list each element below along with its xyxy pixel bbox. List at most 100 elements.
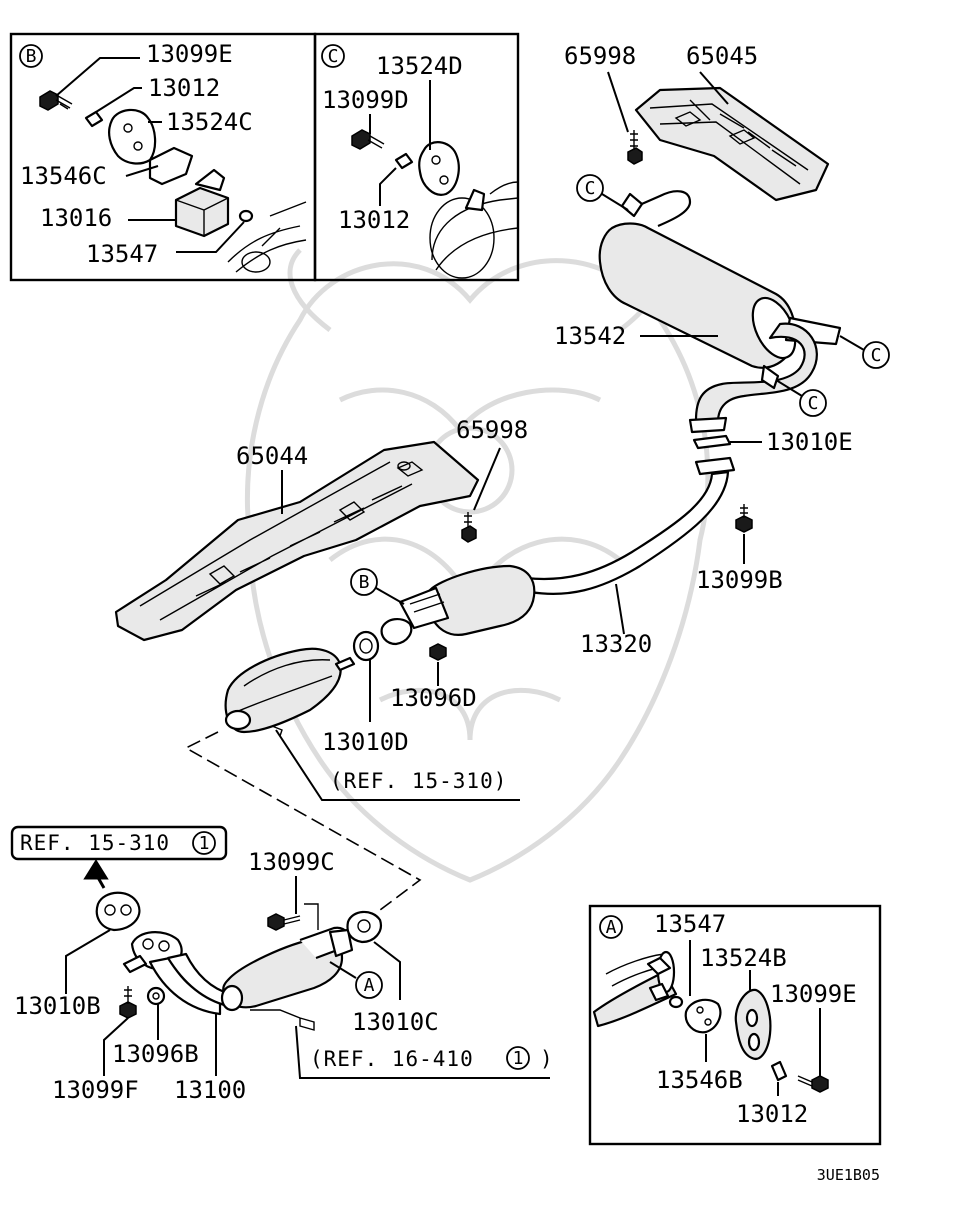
callout-c-circle-1 bbox=[576, 174, 604, 202]
leader-13010c bbox=[373, 941, 401, 1000]
pin-icon bbox=[84, 110, 104, 128]
label-13096b: 13096B bbox=[112, 1040, 199, 1068]
nut-13096b bbox=[146, 986, 166, 1006]
bolt-icon bbox=[351, 129, 385, 150]
rubber-hanger-icon bbox=[174, 186, 230, 238]
callout-a-leader bbox=[329, 961, 357, 979]
bracket-13546c-icon bbox=[148, 146, 194, 186]
ref-manifold-box bbox=[10, 825, 228, 861]
leader-13320 bbox=[615, 583, 625, 635]
ref-manifold: REF. 15-310 bbox=[20, 831, 170, 855]
inset-b-letter-circle bbox=[19, 44, 43, 68]
callout-c-3: C bbox=[808, 393, 819, 414]
inset-c-label-13099d: 13099D bbox=[322, 86, 409, 114]
main-muffler-13542 bbox=[598, 190, 842, 434]
inset-b-label-13012: 13012 bbox=[148, 74, 220, 102]
arrow-up-left-icon bbox=[83, 859, 109, 889]
inset-c-label-13524d: 13524D bbox=[376, 52, 463, 80]
inset-c-letter: C bbox=[328, 46, 339, 67]
callout-a-circle bbox=[355, 971, 383, 999]
label-65045: 65045 bbox=[686, 42, 758, 70]
bolt-icon bbox=[39, 90, 73, 111]
washer-icon bbox=[238, 209, 254, 223]
callout-b-leader bbox=[375, 587, 405, 605]
inset-a-label-13012: 13012 bbox=[736, 1100, 808, 1128]
inset-b-label-13547: 13547 bbox=[86, 240, 158, 268]
drawing-code: 3UE1B05 bbox=[817, 1166, 880, 1184]
inset-b-label-13546c: 13546C bbox=[20, 162, 107, 190]
ref-catalytic: (REF. 15-310) bbox=[330, 769, 507, 793]
inset-a-label-13546b: 13546B bbox=[656, 1066, 743, 1094]
ref-sensor-num: 1 bbox=[513, 1048, 524, 1069]
label-13100: 13100 bbox=[174, 1076, 246, 1104]
label-13320: 13320 bbox=[580, 630, 652, 658]
callout-c-leader-2 bbox=[839, 335, 865, 351]
label-13099c: 13099C bbox=[248, 848, 335, 876]
leader-65998-mid bbox=[473, 447, 501, 511]
inset-b-label-13016: 13016 bbox=[40, 204, 112, 232]
gasket-13010c bbox=[346, 910, 382, 944]
ref-sensor-circle bbox=[506, 1046, 530, 1070]
inset-c-panel: C 13524D 13099D 13012 bbox=[313, 32, 520, 282]
inset-b-label-13099e: 13099E bbox=[146, 40, 233, 68]
front-pipe-13100 bbox=[122, 926, 354, 1031]
washer-icon bbox=[668, 995, 684, 1009]
leader-ref-catalytic bbox=[275, 729, 520, 801]
inset-a-label-13099e: 13099E bbox=[770, 980, 857, 1008]
label-13099b: 13099B bbox=[696, 566, 783, 594]
callout-b: B bbox=[359, 572, 370, 593]
label-13010d: 13010D bbox=[322, 728, 409, 756]
inset-c-label-13012: 13012 bbox=[338, 206, 410, 234]
inset-a-panel: A 13547 13524B 13099E 13546B 13012 bbox=[588, 904, 882, 1146]
inset-a-letter-circle bbox=[599, 915, 623, 939]
inset-b-letter: B bbox=[26, 46, 37, 67]
gasket-13010e bbox=[692, 434, 732, 450]
bolt-65998-top bbox=[627, 130, 643, 165]
heat-protector-65044 bbox=[114, 440, 480, 642]
ref-manifold-num: 1 bbox=[199, 833, 210, 854]
callout-c-2: C bbox=[871, 345, 882, 366]
label-13010e: 13010E bbox=[766, 428, 853, 456]
callout-c-1: C bbox=[585, 178, 596, 199]
label-65998-mid: 65998 bbox=[456, 416, 528, 444]
callout-c-leader-3 bbox=[775, 379, 803, 397]
bolt-65998-mid bbox=[461, 512, 477, 543]
dashed-connection-line bbox=[184, 731, 422, 911]
gasket-13010b bbox=[95, 891, 141, 932]
pin-icon bbox=[770, 1060, 788, 1082]
bracket-13524c-icon bbox=[108, 108, 157, 165]
bolt-icon bbox=[797, 1075, 829, 1093]
label-65044: 65044 bbox=[236, 442, 308, 470]
center-pipe-13320 bbox=[380, 456, 736, 646]
ref-sensor: (REF. 16-410 bbox=[310, 1047, 474, 1071]
bolt-13099f bbox=[119, 986, 137, 1019]
leader-13099c-bracket bbox=[304, 903, 319, 930]
gasket-13010d bbox=[352, 630, 380, 662]
label-13010c: 13010C bbox=[352, 1008, 439, 1036]
callout-c-circle-3 bbox=[799, 389, 827, 417]
bracket-13524d-icon bbox=[418, 141, 460, 196]
leader-13010b bbox=[65, 929, 111, 994]
label-65998-top: 65998 bbox=[564, 42, 636, 70]
leader-ref-sensor bbox=[295, 1025, 550, 1079]
callout-c-circle-2 bbox=[862, 341, 890, 369]
bracket-13546b-icon bbox=[684, 998, 722, 1034]
ref-manifold-circle bbox=[192, 831, 216, 855]
label-13099f: 13099F bbox=[52, 1076, 139, 1104]
inset-a-letter: A bbox=[606, 917, 617, 938]
inset-c-letter-circle bbox=[321, 44, 345, 68]
catalytic-converter bbox=[224, 647, 356, 737]
label-13096d: 13096D bbox=[390, 684, 477, 712]
label-13010b: 13010B bbox=[14, 992, 101, 1020]
ref-sensor-close: ) bbox=[540, 1047, 554, 1071]
inset-a-label-13547: 13547 bbox=[654, 910, 726, 938]
pin-icon bbox=[394, 152, 414, 170]
bolt-13099b bbox=[735, 504, 753, 533]
inset-b-label-13524c: 13524C bbox=[166, 108, 253, 136]
callout-a: A bbox=[364, 975, 375, 996]
inset-b-panel: B 13099E 13012 13524C 13546C 1301 bbox=[9, 32, 317, 282]
callout-b-circle bbox=[350, 568, 378, 596]
leader-13099f bbox=[103, 1017, 129, 1076]
leader-65045 bbox=[699, 71, 729, 105]
